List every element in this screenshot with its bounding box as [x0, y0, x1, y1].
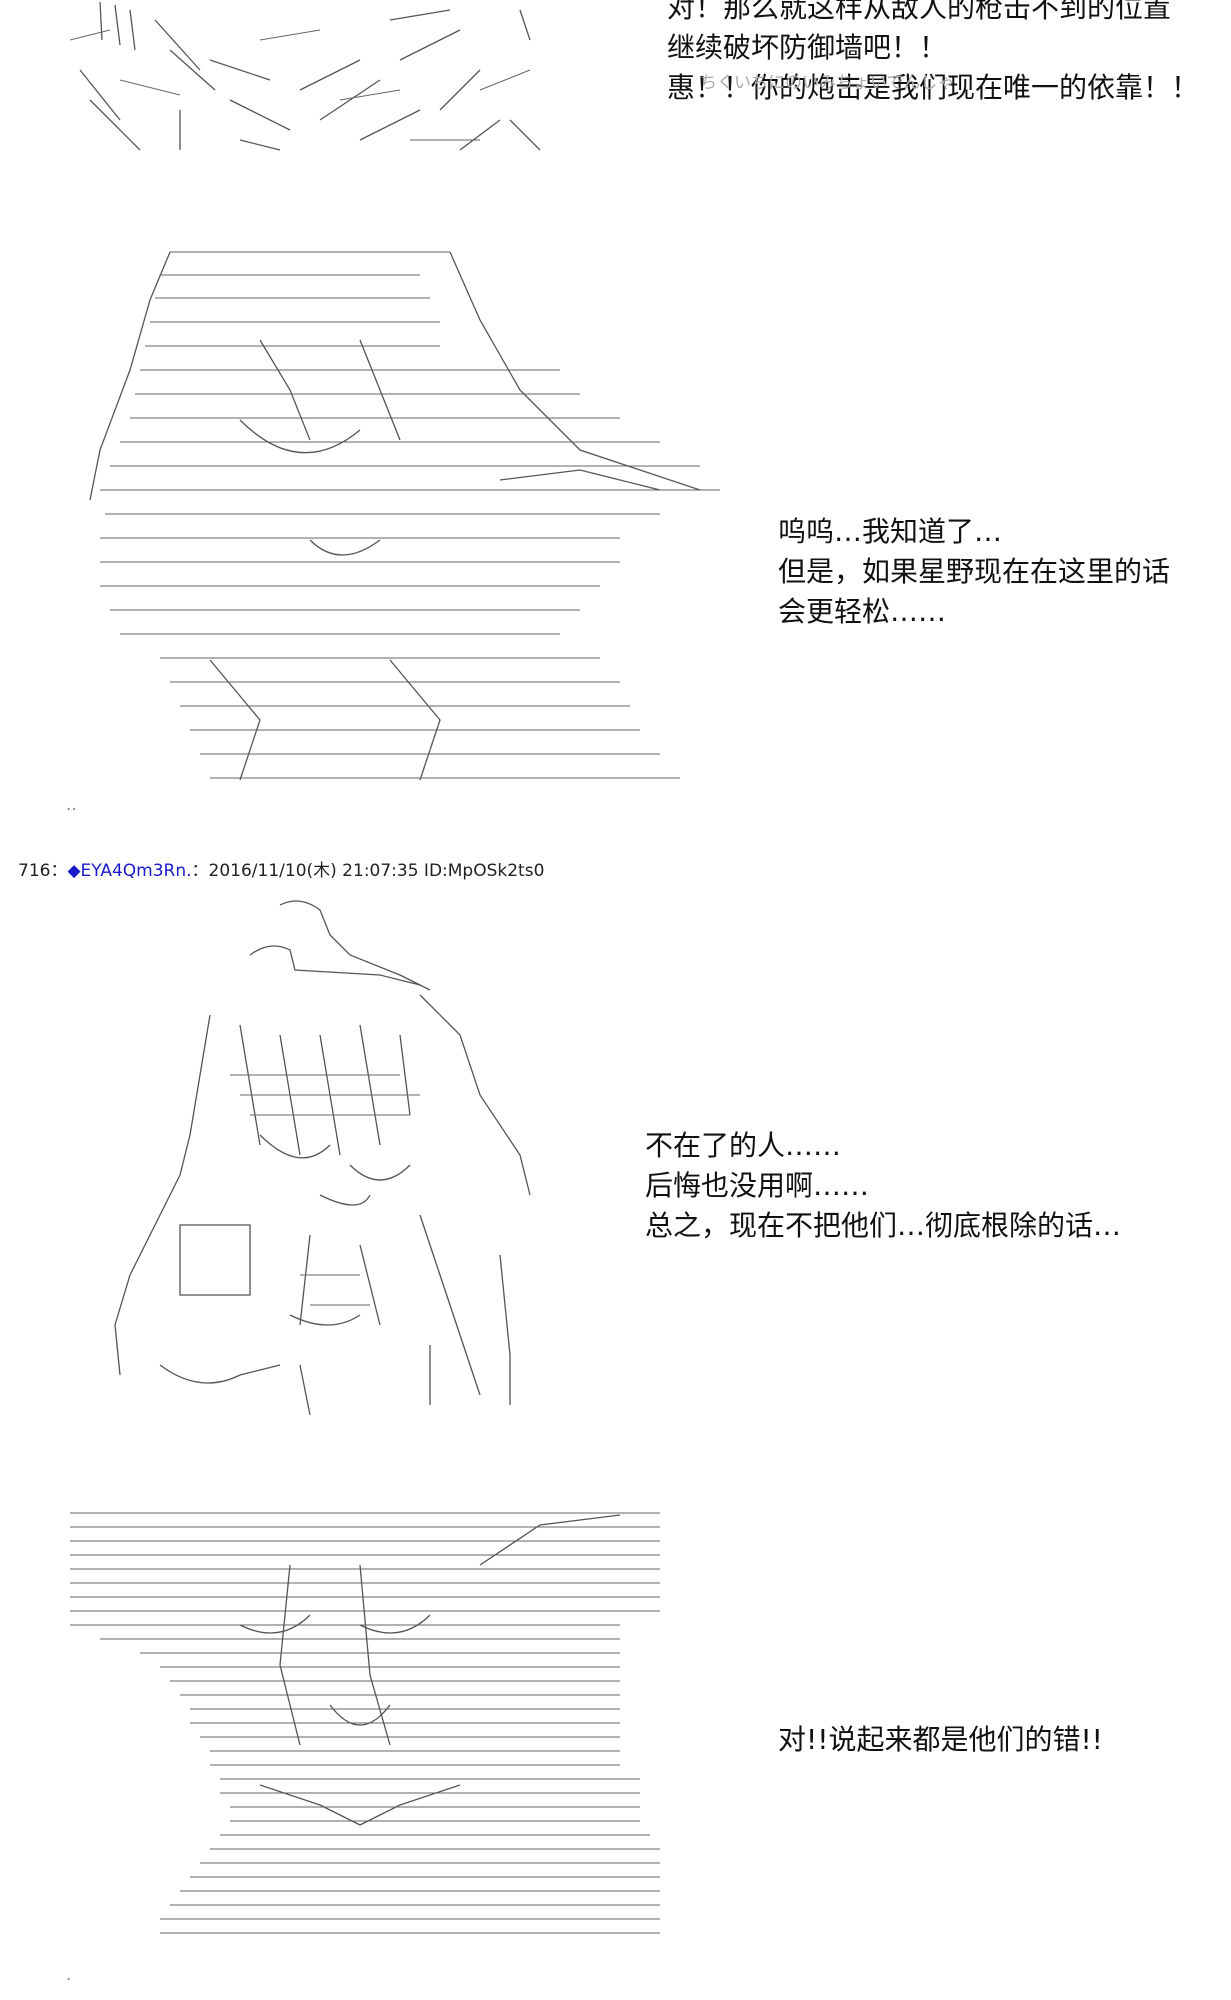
- overlay-text: ちくいちにのいみちょいでんじゃ: [700, 73, 955, 93]
- post-number: 716：: [18, 861, 68, 881]
- dialogue-line: 继续破坏防御墙吧！！: [667, 31, 948, 64]
- dialogue-line: 总之，现在不把他们…彻底根除的话…: [645, 1209, 1122, 1242]
- separator-dots: ..: [66, 795, 77, 815]
- dialogue-line: 后悔也没用啊……: [645, 1169, 870, 1202]
- ascii-art-panel-2: [60, 240, 730, 800]
- dialogue-line: 对！那么就这样从敌人的枪击不到的位置: [667, 0, 1172, 24]
- post-meta: ：2016/11/10(木) 21:07:35 ID:MpOSk2ts0: [191, 861, 545, 881]
- post-header: 716：◆EYA4Qm3Rn.：2016/11/10(木) 21:07:35 I…: [18, 856, 544, 881]
- dialogue-panel-4: 对!!说起来都是他们的错!!: [778, 1720, 1103, 1760]
- dialogue-line: 对!!说起来都是他们的错!!: [778, 1723, 1103, 1756]
- dialogue-line: 会更轻松……: [778, 595, 947, 628]
- dialogue-panel-2: 呜呜…我知道了… 但是，如果星野现在在这里的话 会更轻松……: [778, 512, 1170, 632]
- dialogue-line: 不在了的人……: [645, 1129, 842, 1162]
- dialogue-panel-3: 不在了的人…… 后悔也没用啊…… 总之，现在不把他们…彻底根除的话…: [645, 1126, 1121, 1246]
- ascii-art-panel-4: [60, 1505, 680, 1945]
- dialogue-line: 惠！！你的炮击是我们现在唯一的依靠！！: [667, 71, 1200, 104]
- ascii-art-panel-1: [60, 0, 580, 160]
- separator-dots: .: [66, 1965, 72, 1985]
- poster-trip[interactable]: ◆EYA4Qm3Rn.: [67, 861, 192, 881]
- dialogue-line: 呜呜…我知道了…: [778, 515, 1003, 548]
- ascii-art-panel-3: [100, 895, 560, 1425]
- dialogue-panel-1: 对！那么就这样从敌人的枪击不到的位置 继续破坏防御墙吧！！ 惠！！你的炮击是我们…: [667, 0, 1199, 108]
- dialogue-line: 但是，如果星野现在在这里的话: [778, 555, 1171, 588]
